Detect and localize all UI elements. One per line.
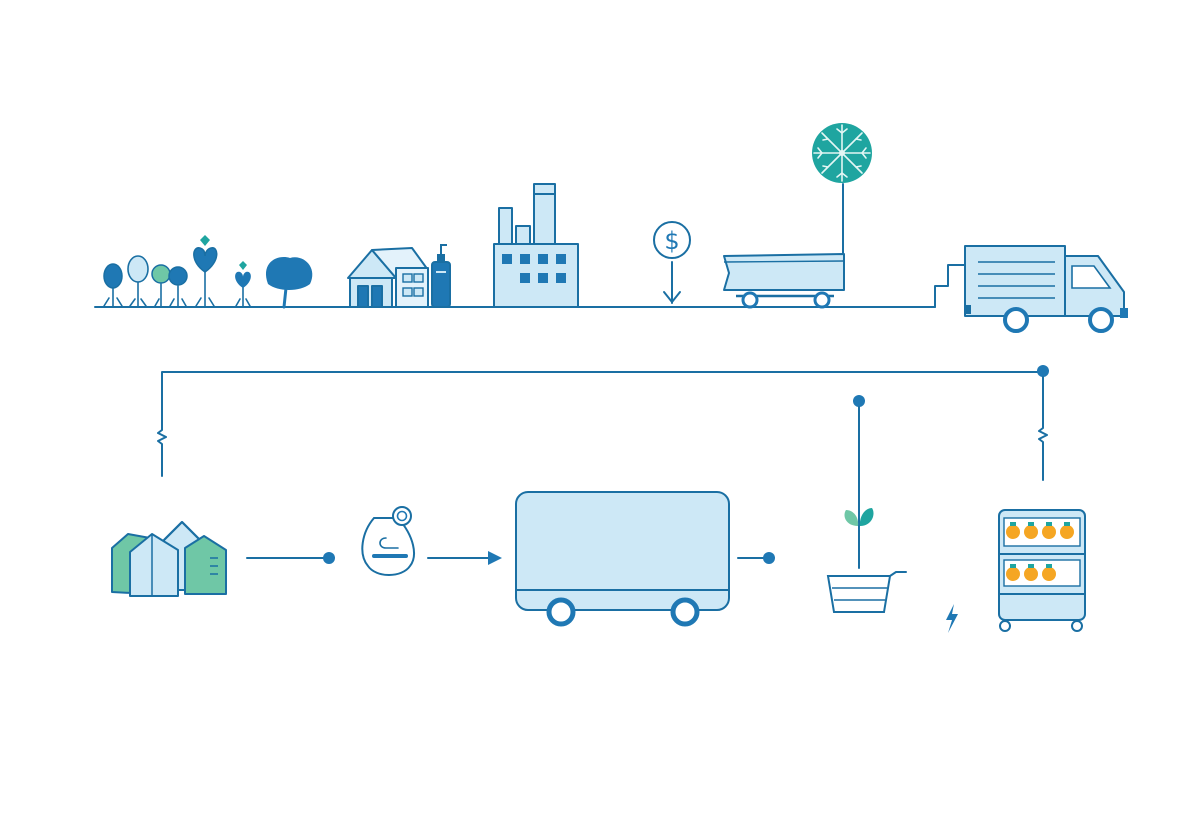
connector-node — [763, 552, 775, 564]
produce-rack-icon — [998, 509, 1086, 632]
farmhouse-icon — [347, 244, 451, 308]
network-globe-icon — [812, 123, 872, 183]
return-connector — [157, 371, 1044, 477]
connector-node — [1037, 365, 1049, 377]
lightning-icon — [946, 604, 958, 633]
delivery-truck-icon — [964, 245, 1128, 333]
arrow-head — [488, 551, 502, 565]
crop-plants-icon — [103, 235, 313, 309]
truck-step-connector — [934, 264, 969, 308]
dollar-coin-icon: $ — [653, 221, 691, 304]
dollar-symbol: $ — [664, 227, 679, 255]
connector-node — [853, 395, 865, 407]
rack-connector — [1038, 376, 1048, 481]
warehouses-icon — [111, 521, 227, 597]
transport-container-icon — [515, 491, 730, 627]
factory-icon — [493, 183, 579, 308]
trailer-icon — [723, 253, 845, 309]
sprout-basket-icon — [826, 508, 907, 613]
tag-icon — [361, 506, 415, 576]
connector-node — [323, 552, 335, 564]
